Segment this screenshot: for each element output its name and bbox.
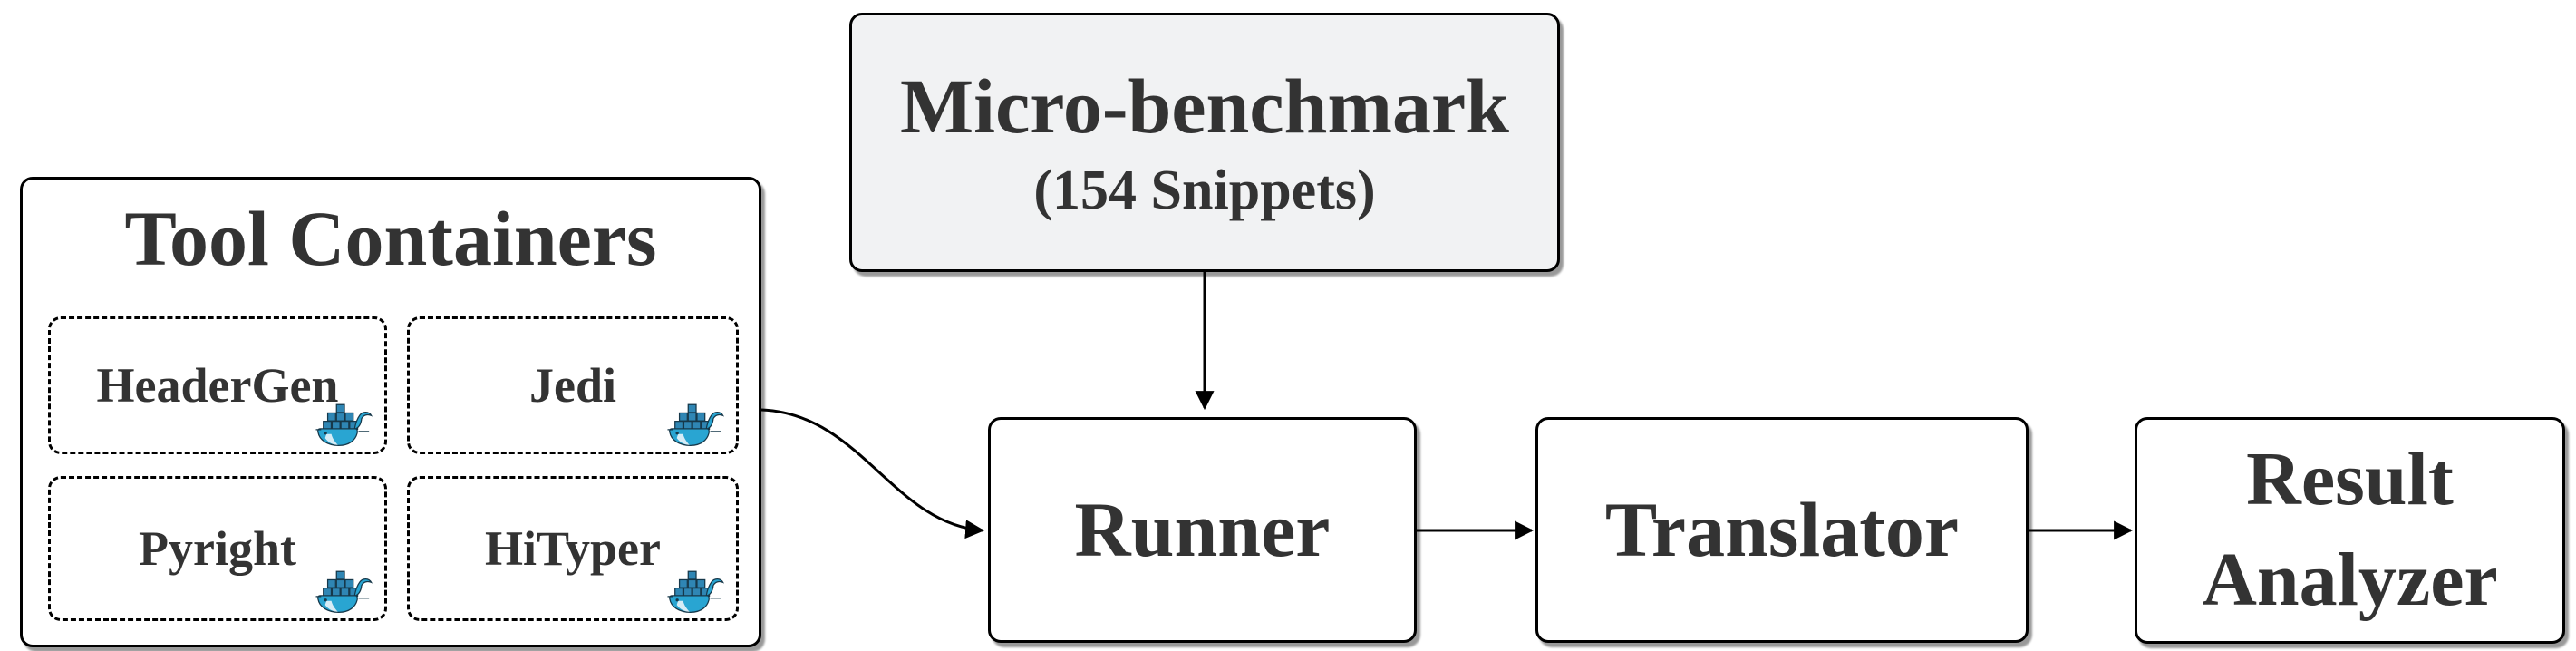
tool-containers-box: Tool Containers HeaderGen Jedi Pyright H…	[20, 177, 761, 647]
docker-whale-icon	[315, 570, 373, 615]
tool-label-hityper: HiTyper	[485, 521, 661, 576]
tool-containers-title: Tool Containers	[124, 195, 657, 282]
result-analyzer-box: Result Analyzer	[2135, 417, 2565, 644]
micro-benchmark-box: Micro-benchmark (154 Snippets)	[849, 13, 1560, 272]
docker-whale-icon	[667, 570, 725, 615]
tool-box-jedi: Jedi	[407, 316, 739, 454]
micro-benchmark-subtitle: (154 Snippets)	[1033, 160, 1376, 222]
tool-box-pyright: Pyright	[48, 476, 387, 621]
translator-box: Translator	[1535, 417, 2029, 643]
tool-label-pyright: Pyright	[139, 521, 296, 576]
tool-box-headergen: HeaderGen	[48, 316, 387, 454]
docker-whale-icon	[315, 403, 373, 448]
translator-label: Translator	[1604, 486, 1960, 574]
runner-label: Runner	[1074, 486, 1331, 574]
result-analyzer-label: Result Analyzer	[2202, 437, 2498, 622]
arrow-toolbox-to-runner	[760, 408, 985, 539]
runner-box: Runner	[988, 417, 1417, 643]
tool-box-hityper: HiTyper	[407, 476, 739, 621]
tool-label-headergen: HeaderGen	[96, 358, 339, 413]
tool-label-jedi: Jedi	[528, 358, 616, 413]
micro-benchmark-title: Micro-benchmark	[900, 62, 1509, 150]
docker-whale-icon	[667, 403, 725, 448]
